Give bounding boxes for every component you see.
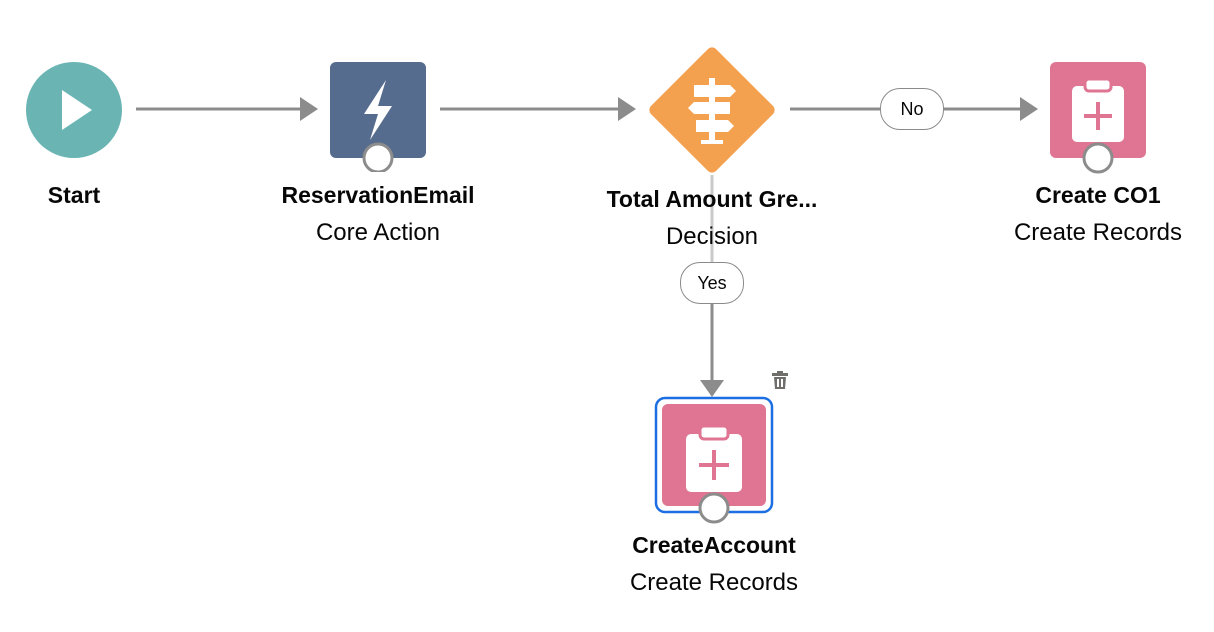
start-node[interactable]: [26, 62, 122, 158]
decision-subtitle: Decision: [665, 223, 759, 250]
start-title: Start: [47, 182, 101, 208]
create-co1-subtitle: Create Records: [1013, 219, 1183, 246]
trash-icon[interactable]: [769, 369, 791, 391]
decision-node[interactable]: [646, 44, 778, 176]
clipboard-add-icon: [654, 396, 774, 524]
create-account-title: CreateAccount: [632, 532, 796, 558]
create-co1-title: Create CO1: [1035, 182, 1161, 208]
reservation-email-node[interactable]: [330, 62, 426, 174]
decision-title: Total Amount Gre...: [606, 186, 818, 212]
reservation-email-subtitle: Core Action: [315, 219, 441, 246]
reservation-email-title: ReservationEmail: [281, 182, 475, 208]
lightning-icon: [330, 62, 426, 174]
create-account-node[interactable]: [654, 396, 774, 526]
no-path-label[interactable]: No: [880, 88, 944, 130]
create-co1-node[interactable]: [1050, 62, 1146, 174]
signpost-icon: [649, 47, 775, 173]
yes-path-label[interactable]: Yes: [680, 262, 744, 304]
clipboard-add-icon: [1050, 62, 1146, 174]
create-account-subtitle: Create Records: [629, 569, 799, 596]
play-icon: [26, 62, 122, 158]
